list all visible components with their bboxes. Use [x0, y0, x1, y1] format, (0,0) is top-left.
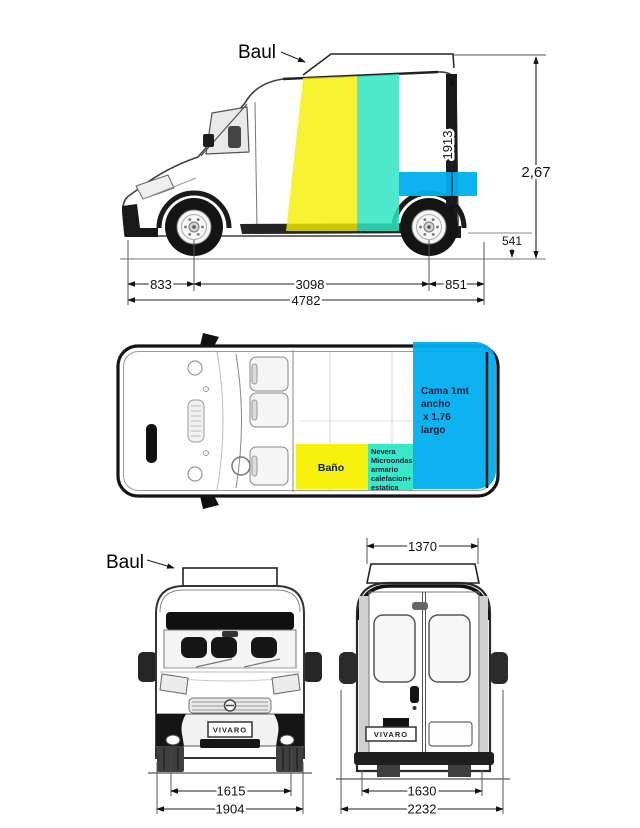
front-view: Baul	[106, 552, 322, 819]
roofbox-label-front: Baul	[106, 552, 144, 573]
lower-grille	[200, 739, 260, 748]
dim-front-track: 1615	[217, 784, 246, 799]
cab-door-line	[254, 101, 258, 231]
rear-plate-text: VIVARO	[374, 730, 408, 739]
roofbox-arrow-front	[146, 559, 175, 569]
top-zone-labels: Baño Nevera Microondas armario calefacio…	[318, 386, 470, 492]
wiper	[243, 658, 281, 668]
roofbox-rear	[366, 563, 480, 584]
headrest	[211, 637, 237, 658]
zone-bed-line: largo	[421, 425, 445, 436]
fog-light-left	[165, 734, 181, 746]
roofbox-label-side: Baul	[238, 42, 276, 63]
zone-kitchen-line: estatica	[371, 483, 399, 492]
roofbox-arrow-side	[280, 51, 306, 63]
seats-top	[231, 356, 289, 486]
seat-silhouette	[228, 126, 241, 148]
rear-window-right	[428, 614, 471, 683]
door-edge-strip-right	[478, 596, 488, 758]
top-zones	[296, 342, 496, 490]
zone-kitchen-line: armario	[371, 465, 399, 474]
rear-bumper	[354, 752, 494, 765]
side-view: Baul	[120, 42, 553, 311]
zone-bath-side	[286, 76, 357, 231]
hood-line	[142, 177, 197, 200]
dim-rear-width-mirrors: 2232	[408, 802, 437, 817]
front-accent-bar	[146, 424, 157, 463]
a-pillar-line	[200, 103, 248, 157]
dim-interior-height: 1913	[440, 131, 455, 160]
van-rear-art: VIVARO	[336, 581, 510, 780]
side-zones	[286, 74, 477, 231]
rearview-mirror	[222, 631, 238, 637]
dim-overall-length: 4782	[292, 293, 321, 308]
top-view: Baño Nevera Microondas armario calefacio…	[116, 333, 500, 509]
visor-band	[166, 612, 294, 630]
door-edge-strip-left	[359, 596, 369, 758]
zone-bed-side	[399, 172, 477, 196]
mirror-rear-right	[490, 652, 508, 684]
dim-wheelbase: 3098	[296, 277, 325, 292]
zone-bed-line: ancho	[421, 399, 450, 410]
fog-light-right	[279, 734, 295, 746]
rear-lower-panel	[428, 721, 473, 747]
zone-bath-label: Baño	[318, 462, 344, 474]
headlight-side	[135, 174, 175, 200]
van-top-art	[116, 333, 500, 509]
rear-window-left	[373, 614, 416, 683]
zone-bed-top	[413, 342, 496, 489]
van-front-art: VIVARO	[138, 585, 322, 774]
rear-wheel-left	[377, 765, 400, 777]
dim-rear-overhang: 851	[445, 277, 467, 292]
zone-kitchen-line: Nevera	[371, 447, 397, 456]
zone-bed-line: Cama 1mt	[421, 386, 469, 397]
rear-wheel-right	[448, 765, 471, 777]
dim-roof-width: 1370	[408, 539, 437, 554]
front-bumper-lip	[125, 228, 158, 237]
roofbox-outline-side	[302, 53, 455, 76]
rear-dimensions: 1630 2232	[340, 690, 504, 819]
zone-kitchen-line: calefacion+	[371, 474, 412, 483]
cab-window-side	[205, 106, 250, 155]
mirror-front-right	[303, 652, 322, 682]
dim-overall-height: 2,67	[521, 164, 550, 181]
dim-front-overhang: 833	[150, 277, 172, 292]
zone-bed-line: x 1,76	[423, 412, 451, 423]
plate-light-strip	[383, 718, 409, 727]
mirror-rear-left	[339, 652, 357, 684]
headrest	[181, 637, 207, 658]
rear-view: 1370 VIVARO	[336, 537, 510, 819]
zone-bath-top	[296, 444, 368, 489]
rear-roof-dimension: 1370	[366, 537, 479, 564]
side-dimensions: 833 3098 851 4782 1913 2,67 541	[127, 56, 553, 311]
headlight-left	[159, 673, 189, 695]
zone-kitchen-side	[357, 74, 399, 231]
front-dimensions: 1615 1904	[156, 748, 304, 819]
steering-wheel-top	[231, 456, 251, 476]
dim-load-height: 541	[502, 234, 522, 248]
zone-kitchen-line: Microondas	[371, 456, 412, 465]
front-plate-text: VIVARO	[213, 726, 247, 735]
dim-rear-track: 1630	[408, 784, 437, 799]
dim-front-width: 1904	[216, 802, 245, 817]
headrest	[251, 637, 277, 658]
third-brake-light	[412, 602, 428, 610]
side-mirror-side	[203, 134, 214, 147]
keyhole	[412, 706, 417, 710]
mirror-front-left	[138, 652, 157, 682]
headlight-right	[271, 673, 301, 695]
rear-plate	[365, 726, 417, 742]
wiper	[195, 658, 233, 668]
door-handle-rear	[410, 686, 419, 703]
zone-kitchen-top	[368, 444, 413, 490]
front-plate	[207, 721, 253, 738]
